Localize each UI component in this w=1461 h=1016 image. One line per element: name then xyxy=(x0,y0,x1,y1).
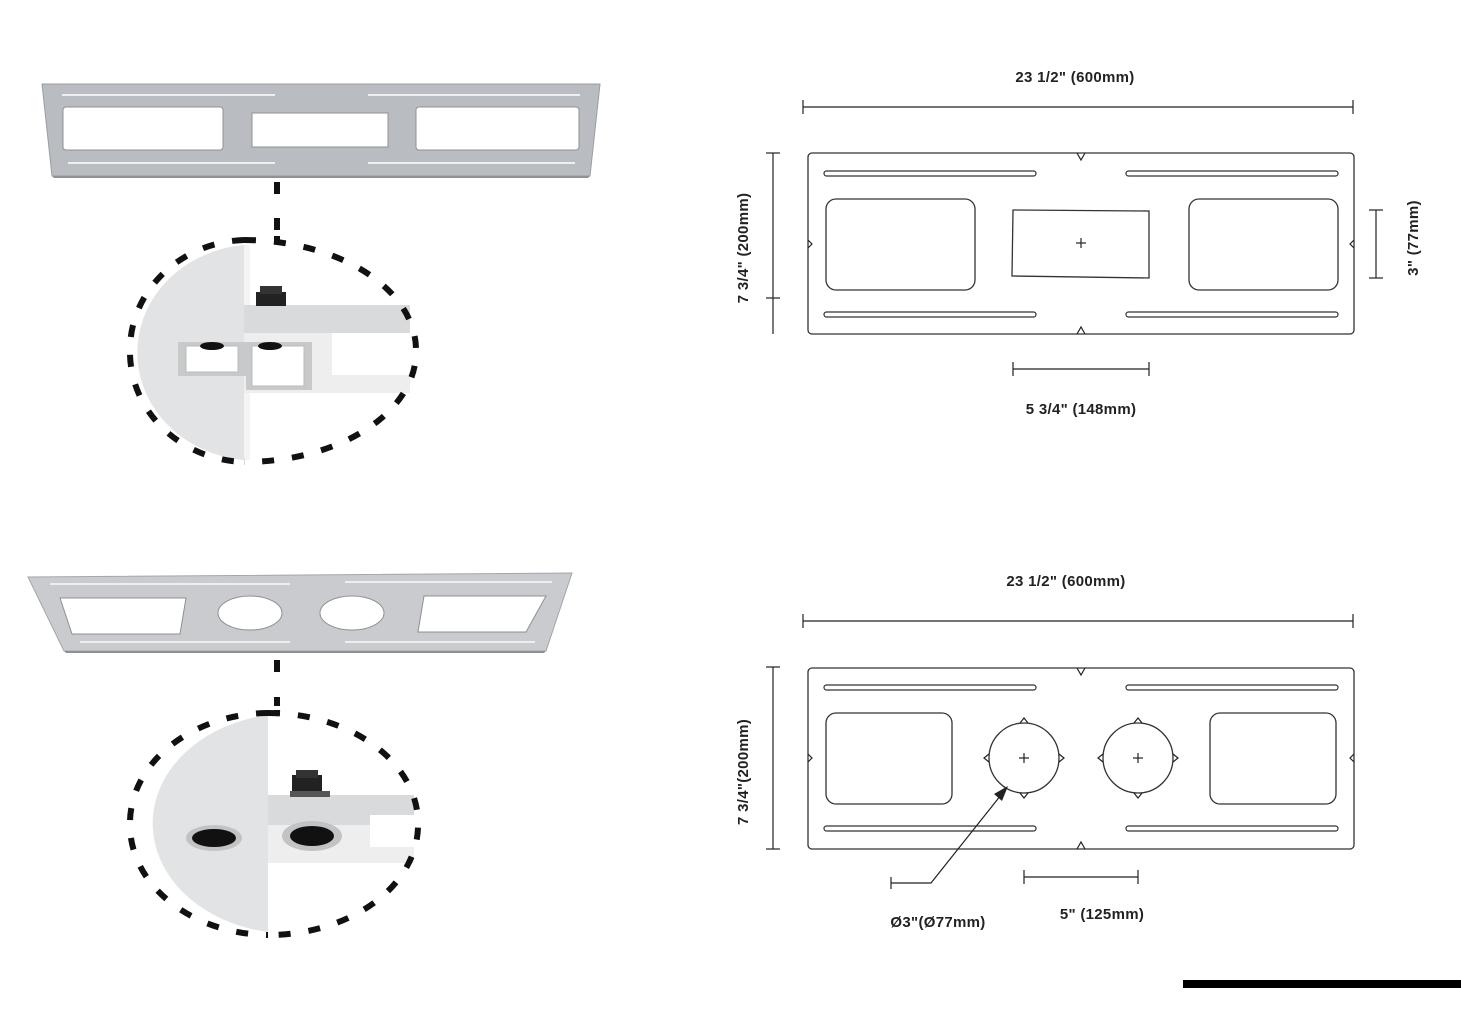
top-height-label: 7 3/4" (200mm) xyxy=(735,193,752,304)
bottom-dimension-drawing xyxy=(766,614,1355,889)
bottom-height-label: 7 3/4"(200mm) xyxy=(735,719,752,825)
top-plate-render xyxy=(41,83,601,178)
bottom-diameter-label: Ø3"(Ø77mm) xyxy=(890,914,985,931)
bottom-width-label: 23 1/2" (600mm) xyxy=(1006,573,1125,590)
top-dimension-drawing xyxy=(766,100,1383,376)
top-detail-circle xyxy=(126,237,420,465)
top-cutout-height-label: 3" (77mm) xyxy=(1405,200,1422,276)
bottom-detail-circle xyxy=(126,710,422,938)
bottom-spacing-label: 5" (125mm) xyxy=(1060,906,1144,923)
top-width-label: 23 1/2" (600mm) xyxy=(1015,69,1134,86)
bottom-plate-render xyxy=(27,572,573,653)
footer-bar xyxy=(1183,980,1461,988)
top-cutout-width-label: 5 3/4" (148mm) xyxy=(1026,401,1137,418)
